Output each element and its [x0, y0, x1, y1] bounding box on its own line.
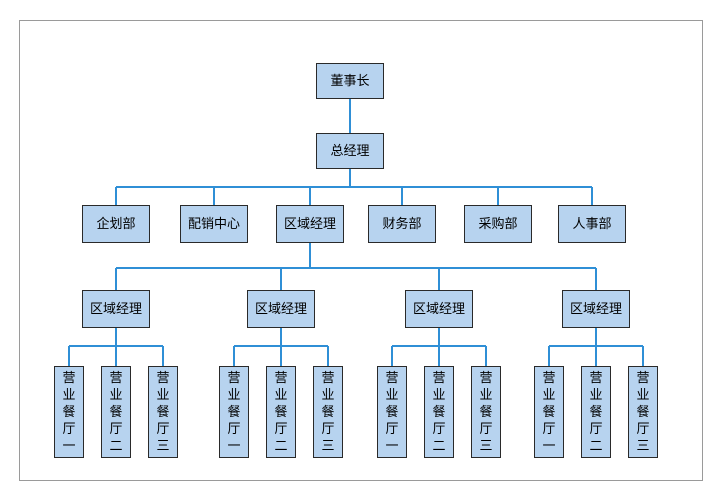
hall-box-2-2: 营业餐厅三	[471, 366, 501, 458]
department-box-1-label: 配销中心	[187, 216, 240, 232]
hall-box-1-2: 营业餐厅三	[313, 366, 343, 458]
general-manager-box-label: 总经理	[330, 143, 370, 159]
general-manager-box: 总经理	[316, 133, 384, 169]
department-box-5-label: 人事部	[572, 216, 612, 232]
hall-box-0-1: 营业餐厅二	[101, 366, 131, 458]
hall-box-0-0: 营业餐厅一	[54, 366, 84, 458]
hall-box-3-0: 营业餐厅一	[534, 366, 564, 458]
hall-box-1-0: 营业餐厅一	[219, 366, 249, 458]
department-box-3: 财务部	[368, 205, 436, 243]
regional-manager-box-0-label: 区域经理	[89, 301, 142, 317]
hall-box-2-0: 营业餐厅一	[377, 366, 407, 458]
department-box-0: 企划部	[82, 205, 150, 243]
chairman-box: 董事长	[316, 63, 384, 99]
hall-box-1-1: 营业餐厅二	[266, 366, 296, 458]
department-box-3-label: 财务部	[382, 216, 422, 232]
department-box-5: 人事部	[558, 205, 626, 243]
department-box-2-label: 区域经理	[283, 216, 336, 232]
regional-manager-box-2-label: 区域经理	[412, 301, 465, 317]
regional-manager-box-2: 区域经理	[405, 290, 473, 328]
department-box-4-label: 采购部	[478, 216, 518, 232]
regional-manager-box-0: 区域经理	[82, 290, 150, 328]
department-box-0-label: 企划部	[96, 216, 136, 232]
regional-manager-box-3: 区域经理	[562, 290, 630, 328]
regional-manager-box-1: 区域经理	[247, 290, 315, 328]
hall-box-3-1: 营业餐厅二	[581, 366, 611, 458]
department-box-2: 区域经理	[276, 205, 344, 243]
regional-manager-box-1-label: 区域经理	[254, 301, 307, 317]
department-box-1: 配销中心	[180, 205, 248, 243]
hall-box-2-1: 营业餐厅二	[424, 366, 454, 458]
department-box-4: 采购部	[464, 205, 532, 243]
hall-box-3-2: 营业餐厅三	[628, 366, 658, 458]
chart-frame	[19, 20, 703, 481]
hall-box-0-2: 营业餐厅三	[148, 366, 178, 458]
chairman-box-label: 董事长	[330, 73, 370, 89]
regional-manager-box-3-label: 区域经理	[569, 301, 622, 317]
